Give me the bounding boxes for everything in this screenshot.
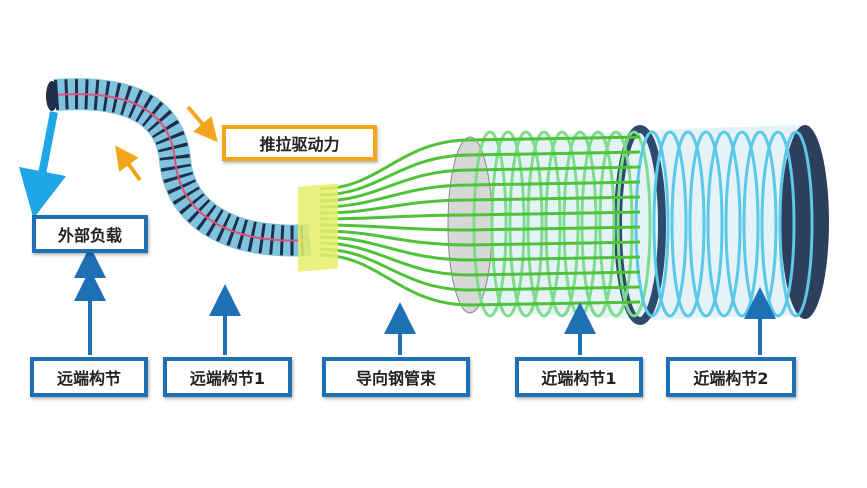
ring (706, 130, 742, 318)
guide-tube (319, 229, 641, 247)
load-arrow (18, 111, 67, 219)
ring (724, 130, 760, 318)
guide-tube (319, 223, 641, 232)
guide-tube (319, 180, 641, 209)
pointer-arrows (74, 246, 776, 355)
pull-arrow (114, 145, 142, 182)
ring (490, 130, 526, 318)
ring (508, 130, 544, 318)
ring (526, 130, 562, 318)
guide-tube (319, 150, 641, 197)
proximal-segment-1-label: 近端构节1 (515, 357, 643, 397)
guide-block (298, 183, 338, 272)
guide-tube (319, 241, 641, 277)
ring (580, 130, 616, 318)
ring (760, 130, 796, 318)
ring (634, 130, 670, 318)
ring (688, 130, 724, 318)
ring (670, 130, 706, 318)
guide-tube (319, 253, 641, 307)
guide-tube (319, 165, 641, 203)
guide-tube (319, 135, 641, 191)
guide-tube (319, 247, 641, 292)
guide-tube (319, 210, 641, 221)
distal-segment-label: 远端构节 (30, 357, 148, 397)
push-arrow (186, 105, 218, 143)
guide-tube (319, 235, 641, 262)
distal-segment-1-label: 远端构节1 (163, 357, 292, 397)
ring (544, 130, 580, 318)
proximal-segment-2-label: 近端构节2 (666, 357, 796, 397)
distal-segments (46, 78, 311, 257)
guide-tube (319, 195, 641, 215)
ring (778, 130, 814, 318)
guide-tube-bundle-graphic (319, 135, 641, 307)
push-pull-force-label: 推拉驱动力 (222, 125, 377, 161)
guide-tube-bundle-label: 导向钢管束 (322, 357, 470, 397)
ring (472, 130, 508, 318)
ring (598, 130, 634, 318)
ring (652, 130, 688, 318)
proximal-segments (447, 125, 829, 325)
ring (616, 130, 652, 318)
external-load-label: 外部负载 (32, 215, 148, 253)
